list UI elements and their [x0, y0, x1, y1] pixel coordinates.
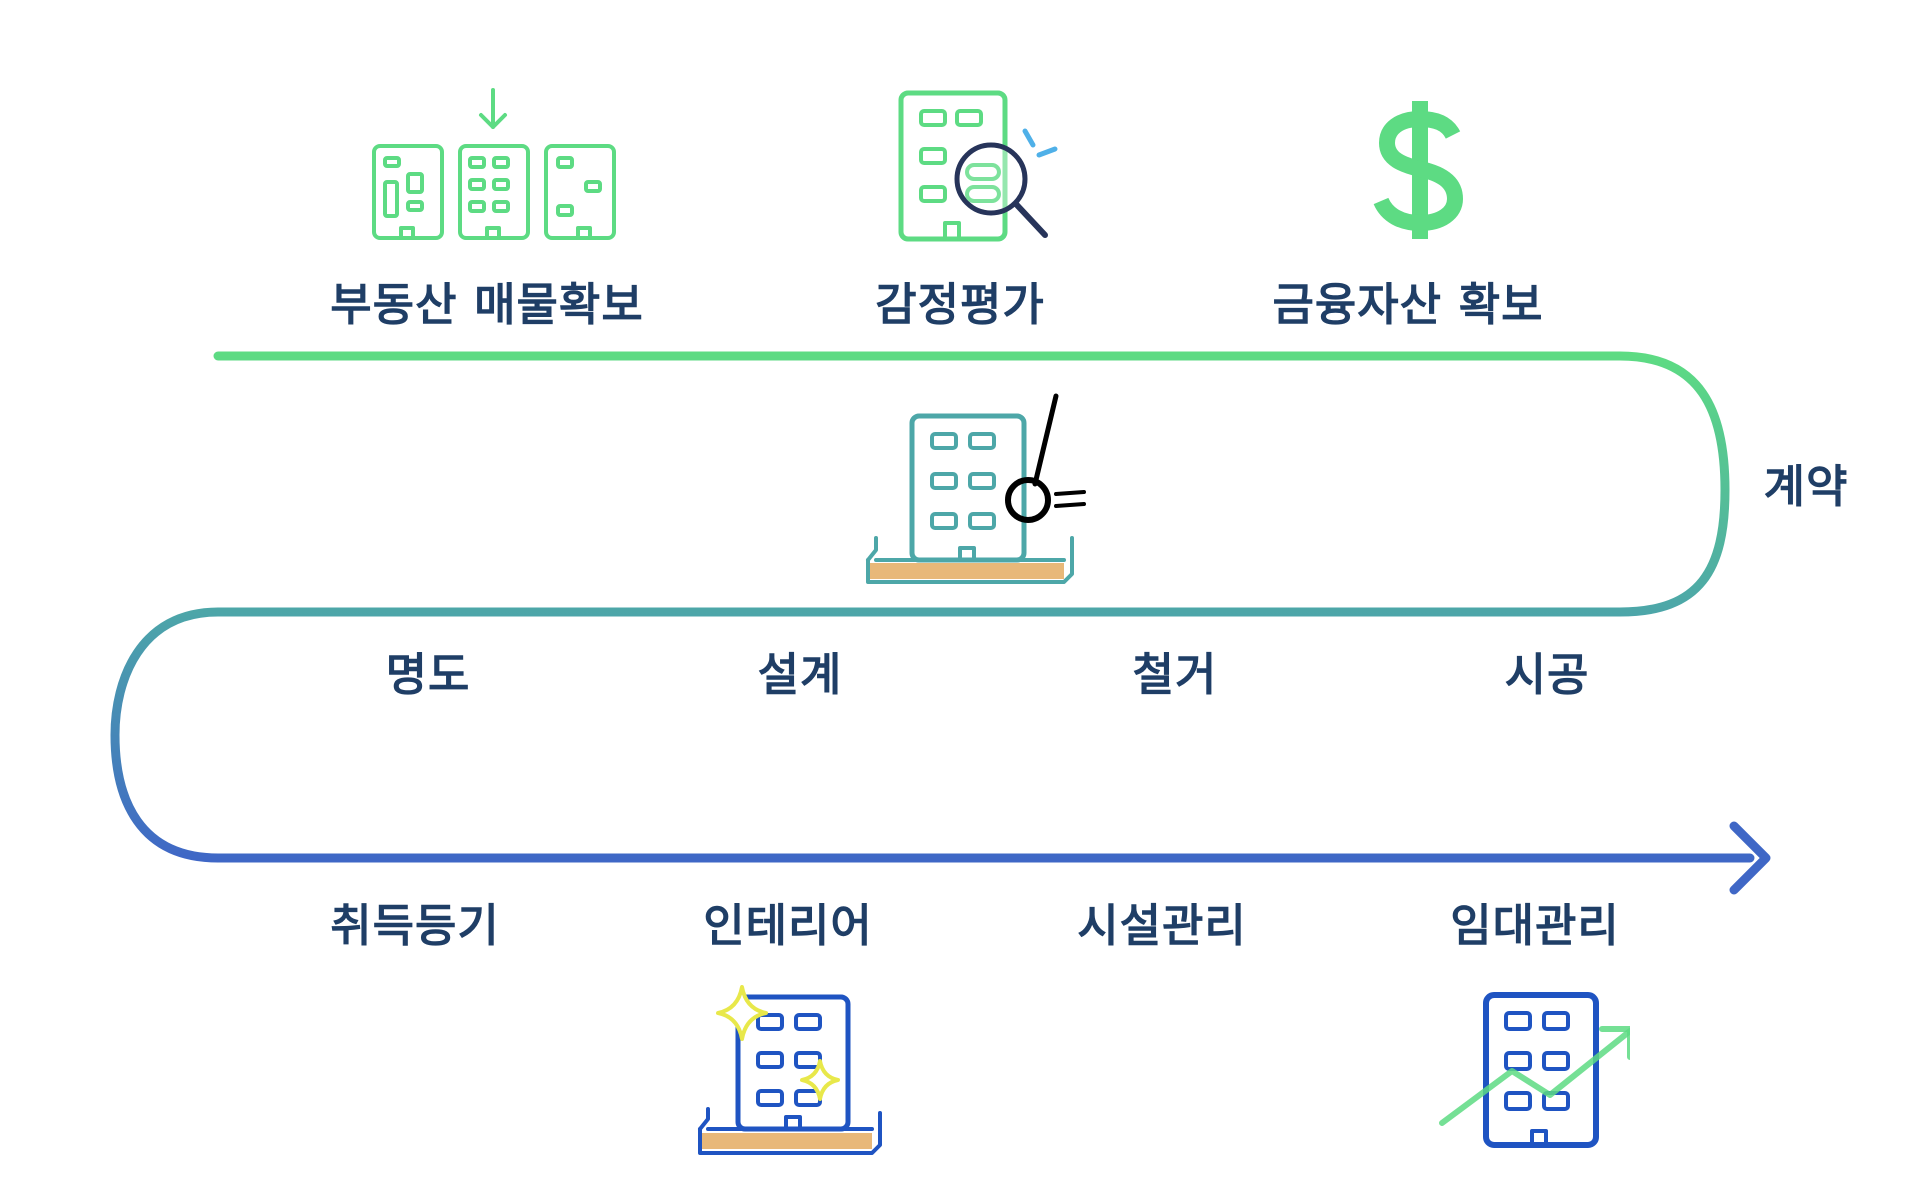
step-label-lease-management: 임대관리 [1450, 899, 1620, 952]
process-arrowhead-icon [1729, 821, 1771, 895]
step-label-appraisal: 감정평가 [875, 278, 1045, 331]
building-growth-icon [1439, 992, 1630, 1148]
step-label-construction: 시공 [1504, 648, 1590, 701]
step-label-eviction: 명도 [385, 648, 471, 701]
process-path-line [110, 351, 1755, 863]
sparkle-building-icon [698, 985, 882, 1155]
step-label-interior: 인테리어 [703, 899, 873, 952]
dollar-icon [1373, 101, 1464, 239]
step-label-contract: 계약 [1763, 460, 1849, 513]
step-label-financing: 금융자산 확보 [1272, 278, 1544, 331]
step-label-registration: 취득등기 [330, 899, 500, 952]
step-label-facility-management: 시설관리 [1077, 899, 1247, 952]
step-label-demolition: 철거 [1132, 648, 1218, 701]
step-label-property-acquisition: 부동산 매물확보 [330, 278, 644, 331]
step-label-design: 설계 [757, 648, 843, 701]
building-magnifier-icon [898, 90, 1058, 242]
demolition-building-icon [866, 393, 1086, 584]
buildings-icon [372, 88, 616, 240]
